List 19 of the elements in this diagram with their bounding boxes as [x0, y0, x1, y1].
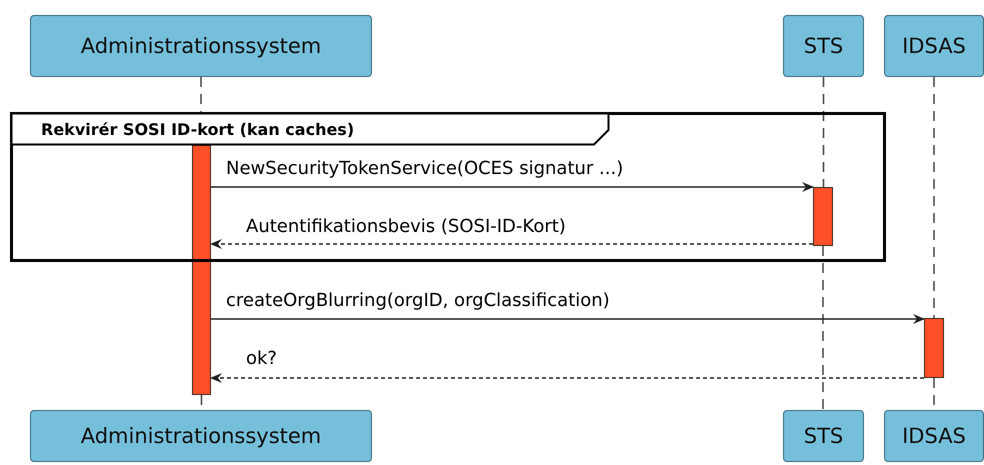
- return-arrow: [210, 373, 924, 383]
- activation-bar: [192, 145, 211, 395]
- activation-bar: [924, 318, 944, 378]
- participant-box: Administrationssystem: [30, 15, 372, 77]
- participant-box: IDSAS: [884, 15, 984, 77]
- participant-box: Administrationssystem: [30, 410, 372, 462]
- activation-bar: [813, 187, 833, 246]
- lifeline: [822, 246, 824, 410]
- message-label: createOrgBlurring(orgID, orgClassification): [226, 290, 610, 312]
- lifeline: [933, 77, 935, 318]
- message-label: NewSecurityTokenService(OCES signatur ...): [226, 158, 624, 180]
- participant-box: STS: [783, 15, 864, 77]
- participant-box: IDSAS: [884, 410, 984, 462]
- message-arrow: [211, 182, 814, 192]
- message-arrow: [211, 314, 925, 324]
- return-arrow: [210, 239, 813, 249]
- group-title: Rekvirér SOSI ID-kort (kan caches): [41, 120, 354, 139]
- lifeline: [822, 77, 824, 187]
- participant-box: STS: [783, 410, 864, 462]
